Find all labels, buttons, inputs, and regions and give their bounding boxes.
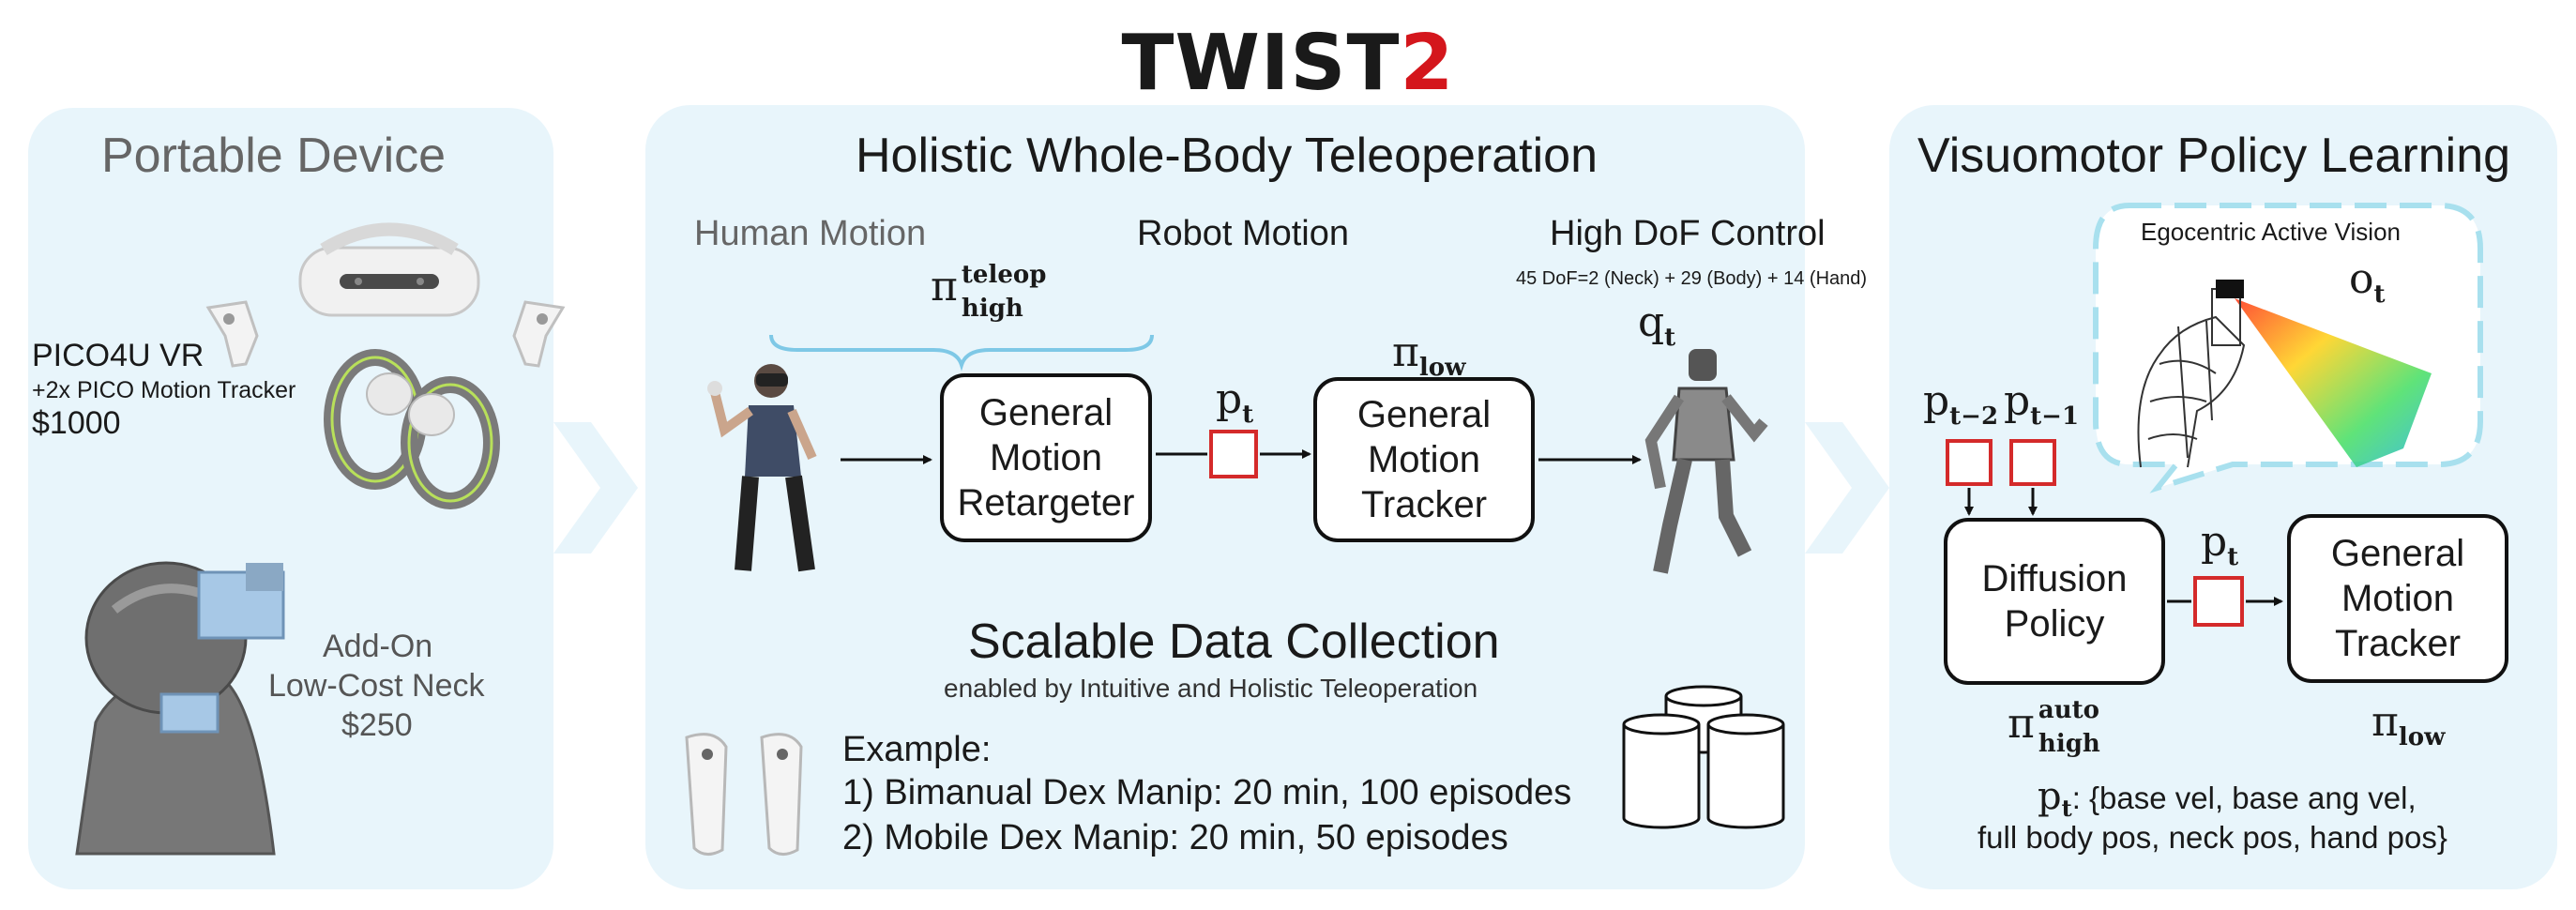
egocentric-label: Egocentric Active Vision (2141, 218, 2401, 246)
human-motion-label: Human Motion (694, 214, 927, 253)
pt-definition-line2: full body pos, neck pos, hand pos} (1977, 820, 2447, 855)
human-operator-icon (707, 364, 817, 572)
neck-device-icon (75, 561, 285, 856)
pt-minus1-square (2009, 439, 2056, 486)
visuomotor-title: Visuomotor Policy Learning (1917, 129, 2511, 183)
handheld-controllers-icon (685, 733, 803, 856)
teleoperation-panel (645, 105, 1805, 889)
pt-minus2-square (1946, 439, 1993, 486)
human-robot-brace (769, 334, 1154, 372)
ot-label: ot (2349, 255, 2386, 309)
vr-controller-right-icon (512, 300, 566, 368)
pi-high-auto-label: π auto high (2008, 696, 2100, 758)
example2-label: 2) Mobile Dex Manip: 20 min, 50 episodes (842, 818, 1508, 857)
database-icon (1622, 685, 1785, 829)
high-dof-label: High DoF Control (1550, 214, 1826, 253)
neck-line1-label: Add-On (323, 629, 433, 664)
example1-label: 1) Bimanual Dex Manip: 20 min, 100 episo… (842, 773, 1572, 812)
pt-label: pt (1216, 375, 1254, 429)
dof-detail-label: 45 DoF=2 (Neck) + 29 (Body) + 14 (Hand) (1516, 268, 1868, 289)
vr-name-label: PICO4U VR (32, 338, 205, 373)
vr-headset-icon (298, 222, 480, 317)
scalable-title: Scalable Data Collection (968, 614, 1500, 669)
pt-definition-line1: pt: {base vel, base ang vel, (2038, 775, 2417, 822)
vr-price-label: $1000 (32, 405, 121, 441)
pt-minus2-label: pt−2 (1923, 377, 1999, 431)
example-label: Example: (842, 730, 992, 769)
qt-label: qt (1638, 298, 1676, 352)
vr-controller-left-icon (205, 300, 259, 368)
visuomotor-pi-low-label: πlow (2371, 698, 2446, 751)
flow-chevron-2 (1805, 422, 1889, 554)
neck-line2-label: Low-Cost Neck (268, 668, 485, 704)
pi-low-label: πlow (1392, 328, 1466, 382)
humanoid-robot-icon (1644, 349, 1768, 574)
flow-chevron-1 (553, 422, 638, 554)
visuomotor-pt-square (2193, 576, 2244, 627)
pi-high-teleop-label: π teleop high (931, 261, 1047, 323)
neck-price-label: $250 (341, 707, 413, 743)
pt-minus1-label: pt−1 (2004, 377, 2080, 431)
pt-square (1209, 430, 1258, 478)
motion-tracker-icon (324, 349, 500, 509)
teleoperation-title: Holistic Whole-Body Teleoperation (856, 129, 1598, 183)
vr-sub-label: +2x PICO Motion Tracker (32, 377, 296, 403)
scalable-subtitle: enabled by Intuitive and Holistic Teleop… (944, 674, 1478, 703)
robot-head-sketch-icon (2137, 280, 2432, 468)
visuomotor-pt-label: pt (2201, 518, 2239, 571)
robot-motion-label: Robot Motion (1137, 214, 1350, 253)
diagram-title: TWIST2 (1121, 19, 1455, 108)
portable-device-title: Portable Device (101, 129, 447, 183)
